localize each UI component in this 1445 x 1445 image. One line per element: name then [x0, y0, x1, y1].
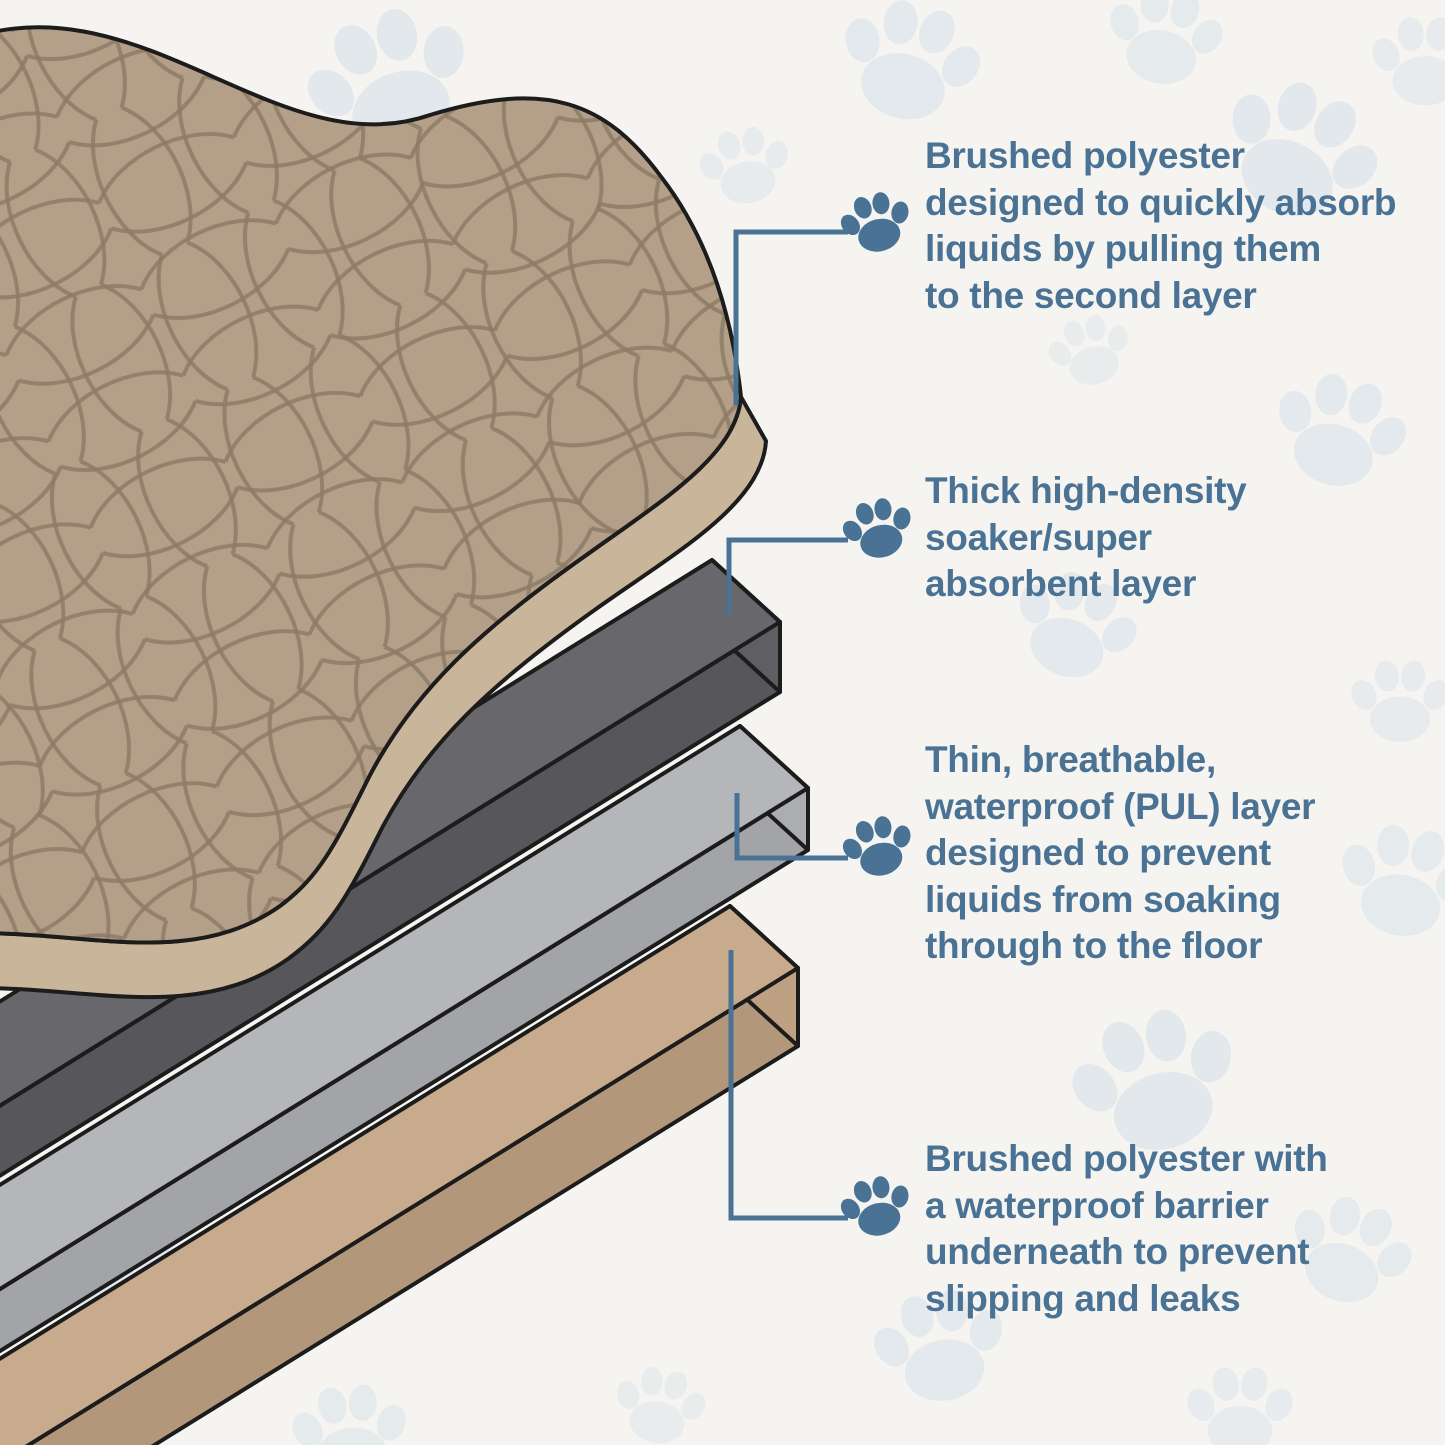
paw-icon — [834, 490, 922, 567]
paw-print-watermark — [1182, 1365, 1298, 1445]
annotation-text-line: Thick high-density — [925, 470, 1247, 511]
connector-line-3 — [734, 793, 848, 861]
annotation-pul-layer: Thin, breathable, waterproof (PUL) layer… — [925, 737, 1316, 970]
annotation-text-line: through to the floor — [925, 925, 1263, 967]
annotation-text-line: Brushed polyester with — [925, 1138, 1328, 1179]
paw-print-watermark — [1325, 813, 1445, 948]
paw-icon — [834, 808, 922, 885]
annotation-text-line: absorbent layer — [925, 563, 1197, 605]
layer-1-outline — [0, 25, 743, 945]
annotation-text-line: a waterproof barrier — [925, 1184, 1269, 1226]
paw-print-watermark — [1095, 0, 1235, 95]
layer-3-top-face — [0, 724, 810, 1292]
layer-1-quilt-pattern-b — [0, 27, 741, 943]
paw-print-watermark — [690, 119, 800, 212]
annotation-top-layer: Brushed polyester designed to quickly ab… — [925, 133, 1397, 319]
layer-3-pul-slab — [0, 724, 810, 1354]
annotation-text-line: to the second layer — [925, 274, 1257, 316]
paw-print-watermark — [605, 1359, 715, 1445]
connector-line-4 — [728, 950, 848, 1221]
annotation-text-line: underneath to prevent — [925, 1231, 1310, 1273]
annotation-soaker-layer: Thick high-density soaker/super absorben… — [925, 468, 1247, 608]
annotation-text-line: Brushed polyester — [925, 135, 1245, 176]
paw-icon — [832, 184, 920, 261]
annotation-paw-icons — [832, 184, 922, 1245]
annotation-text-line: liquids from soaking — [925, 878, 1281, 920]
annotation-bottom-layer: Brushed polyester with a waterproof barr… — [925, 1136, 1328, 1322]
layer-1-quilted-top-sheet — [0, 25, 768, 1000]
paw-print-watermark — [1367, 15, 1445, 106]
layer-4-bottom-slab — [0, 904, 800, 1445]
annotation-text-line: waterproof (PUL) layer — [925, 785, 1316, 827]
annotation-text-line: slipping and leaks — [925, 1277, 1241, 1319]
annotation-text-line: Thin, breathable, — [925, 739, 1216, 780]
annotation-text-line: designed to prevent — [925, 832, 1271, 874]
connector-line-2 — [726, 537, 848, 614]
annotation-text-line: soaker/super — [925, 516, 1152, 558]
annotation-text-line: liquids by pulling them — [925, 228, 1321, 270]
paw-print-watermark — [821, 0, 999, 138]
paw-print-watermark — [1256, 358, 1423, 503]
paw-print-watermark — [283, 1378, 417, 1445]
connector-line-1 — [733, 229, 848, 405]
annotation-text-line: designed to quickly absorb — [925, 181, 1397, 223]
paw-print-watermark — [1346, 658, 1445, 742]
paw-icon — [832, 1168, 920, 1245]
connector-lines — [726, 229, 848, 1221]
layer-4-top-face — [0, 904, 800, 1445]
